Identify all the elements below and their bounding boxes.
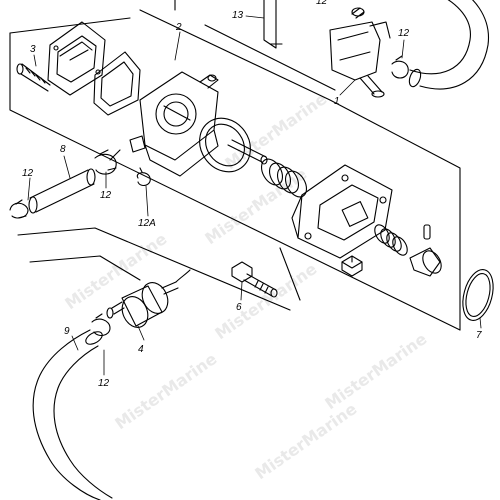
part-spring-large [260,158,308,198]
part-hose-clamp [391,55,409,79]
assembly-frame-lines [9,0,461,331]
watermark: MisterMarine [61,229,170,313]
part-hose-clamp [9,199,29,219]
callout-9: 9 [64,326,70,337]
callout-12: 12 [316,0,328,7]
part-valve-cap [409,247,442,277]
part-cover-plate [47,21,106,96]
callout-labels: 2 3 8 12 12 12A 6 7 9 12 4 1 12 13 12 [22,0,482,389]
part-filter-hose [175,269,191,283]
callout-1: 1 [334,96,340,107]
callout-6: 6 [236,302,242,313]
part-screw [16,63,51,92]
part-bolt [231,261,278,298]
leader-lines [27,15,482,376]
part-short-hose [28,168,96,214]
part-diaphragm [199,117,268,173]
part-diaphragm-gasket [93,51,141,116]
callout-12: 12 [100,190,112,201]
watermark-layer: MisterMarine MisterMarine MisterMarine M… [61,89,430,483]
part-hose-clamp [91,313,111,337]
watermark: MisterMarine [221,89,330,173]
part-pin [423,224,431,240]
callout-12: 12 [22,168,34,179]
part-fuel-filter [106,281,179,328]
callout-4: 4 [138,344,144,355]
callout-3: 3 [30,44,36,55]
callout-7: 7 [476,330,482,341]
part-spring-small [374,224,408,256]
watermark: MisterMarine [211,259,320,343]
part-clip [136,167,151,187]
callout-13: 13 [232,10,244,21]
watermark: MisterMarine [201,164,310,248]
watermark: MisterMarine [321,329,430,413]
part-pump-body [129,71,219,177]
watermark: MisterMarine [251,399,360,483]
callout-12: 12 [398,28,410,39]
watermark: MisterMarine [111,349,220,433]
callout-2: 2 [175,22,182,33]
callout-8: 8 [60,144,66,155]
part-fuel-valve [329,7,391,98]
part-valve-housing [291,164,393,259]
callout-12a: 12A [138,218,156,229]
part-nut [341,255,363,277]
part-hose-clamp [94,149,117,175]
callout-12: 12 [98,378,110,389]
part-fuel-hose-lower [32,329,113,500]
part-bracket [263,0,283,49]
part-fuel-hose-top [408,0,489,90]
part-o-ring [462,269,494,321]
